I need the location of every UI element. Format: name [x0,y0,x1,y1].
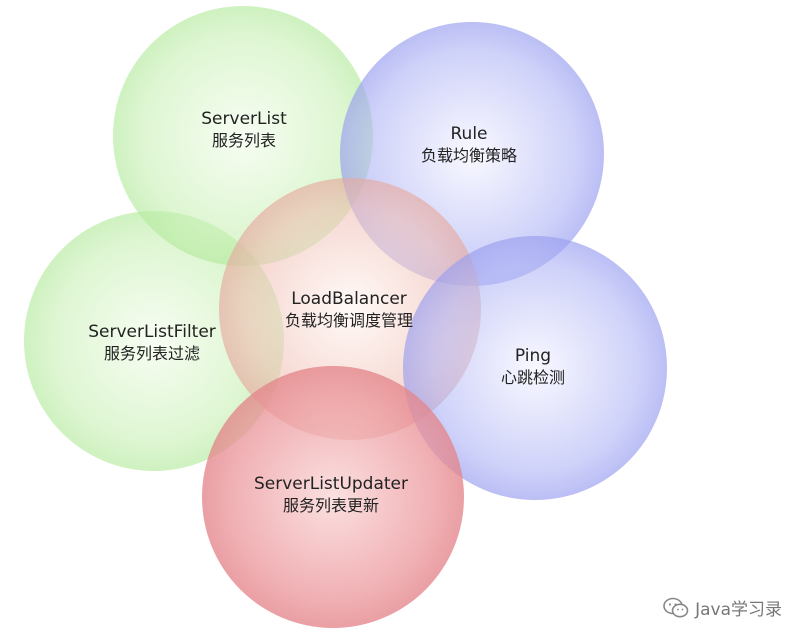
watermark-text: Java学习录 [695,600,782,620]
node-subtitle: 服务列表 [211,131,276,150]
node-title: LoadBalancer [291,289,407,309]
node-title: ServerListFilter [88,322,216,342]
node-title: Ping [514,346,552,366]
node-subtitle: 负载均衡策略 [420,146,518,165]
node-title: Rule [450,124,488,144]
node-ping: Ping 心跳检测 [501,345,565,389]
circle-serverlistupdater [202,366,464,628]
node-loadbalancer: LoadBalancer 负载均衡调度管理 [285,288,413,332]
node-title: ServerList [201,109,287,129]
node-serverlistfilter: ServerListFilter 服务列表过滤 [88,321,216,365]
node-subtitle: 服务列表更新 [282,496,379,515]
watermark: Java学习录 [663,595,782,620]
node-rule: Rule 负载均衡策略 [421,123,517,167]
node-subtitle: 负载均衡调度管理 [284,311,414,330]
wechat-icon [663,597,689,619]
node-title: ServerListUpdater [253,474,409,494]
node-subtitle: 心跳检测 [500,368,566,387]
node-serverlistupdater: ServerListUpdater 服务列表更新 [254,473,408,517]
node-subtitle: 服务列表过滤 [103,344,201,363]
node-serverlist: ServerList 服务列表 [201,108,286,152]
